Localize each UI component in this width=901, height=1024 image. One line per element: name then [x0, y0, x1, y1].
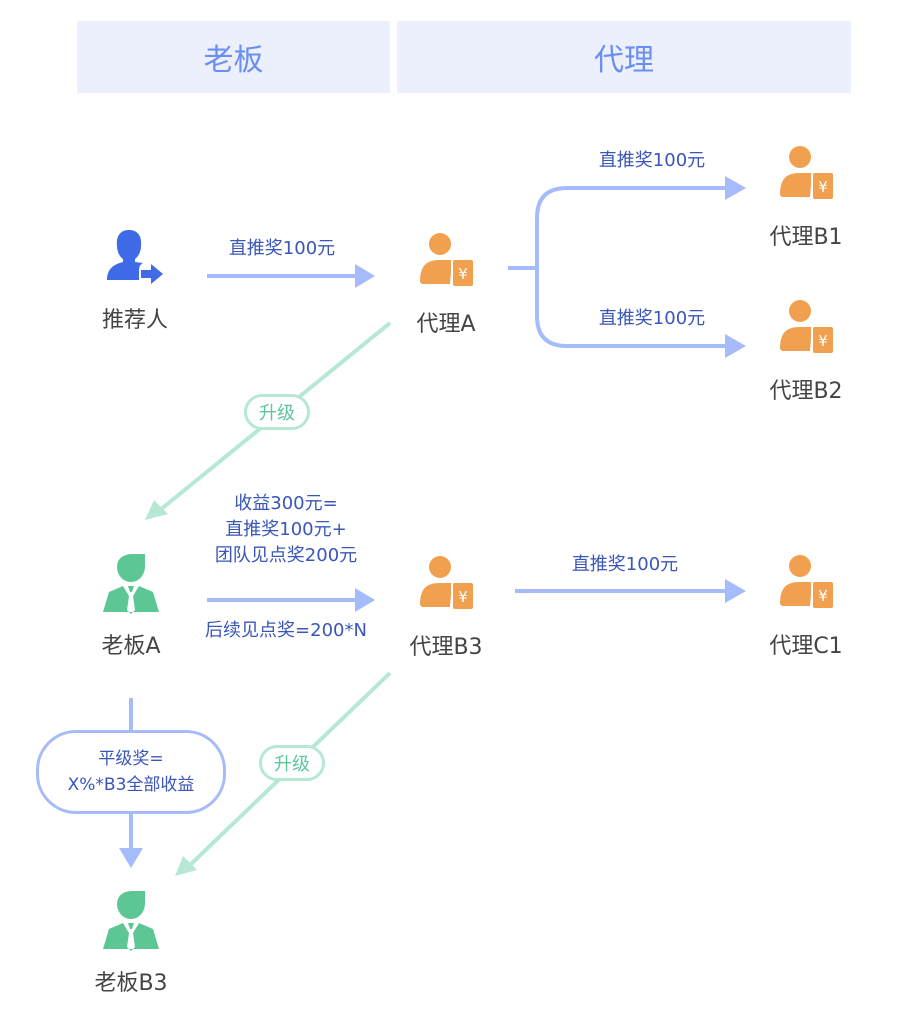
node-referrer: 推荐人 — [75, 226, 195, 334]
edge-label-boss-a-income: 收益300元= 直推奖100元+ 团队见点奖200元 — [186, 491, 386, 569]
svg-text:¥: ¥ — [818, 178, 828, 196]
node-agent-b2: ¥ 代理B2 — [746, 297, 866, 405]
agent-yuan-icon: ¥ — [780, 555, 835, 610]
boss-tie-icon — [103, 891, 159, 951]
node-label: 代理B1 — [769, 225, 843, 250]
upgrade-badge-a: 升级 — [244, 394, 310, 430]
peer-reward-line-2: X%*B3全部收益 — [67, 775, 195, 795]
node-label: 代理C1 — [769, 634, 843, 659]
column-header-agent: 代理 — [397, 21, 851, 93]
edge-label-subsequent-reward: 后续见点奖=200*N — [205, 620, 367, 641]
node-label: 代理B2 — [769, 379, 843, 404]
income-line-1: 收益300元= — [234, 493, 338, 514]
node-agent-b1: ¥ 代理B1 — [746, 143, 866, 251]
peer-reward-line-1: 平级奖= — [98, 749, 164, 769]
edge-label-b3-to-c1: 直推奖100元 — [571, 554, 679, 575]
node-agent-a: ¥ 代理A — [386, 230, 506, 338]
node-label: 代理A — [416, 312, 476, 337]
node-boss-a: 老板A — [71, 552, 191, 660]
node-label: 推荐人 — [101, 308, 168, 333]
edge-label-a-to-b1: 直推奖100元 — [598, 150, 706, 171]
user-arrow-icon — [107, 230, 163, 284]
agent-yuan-icon: ¥ — [780, 146, 835, 201]
upgrade-badge-b3: 升级 — [259, 745, 325, 781]
income-line-2: 直推奖100元+ — [225, 519, 347, 540]
peer-reward-box: 平级奖= X%*B3全部收益 — [36, 730, 226, 814]
svg-text:¥: ¥ — [818, 332, 828, 350]
node-label: 代理B3 — [409, 635, 483, 660]
node-agent-b3: ¥ 代理B3 — [386, 553, 506, 661]
svg-text:¥: ¥ — [458, 588, 468, 606]
branch-agent-a — [508, 186, 725, 348]
node-boss-b3: 老板B3 — [71, 889, 191, 997]
column-header-boss: 老板 — [77, 21, 390, 93]
agent-yuan-icon: ¥ — [780, 300, 835, 355]
node-agent-c1: ¥ 代理C1 — [746, 552, 866, 660]
agent-yuan-icon: ¥ — [420, 233, 475, 288]
income-line-3: 团队见点奖200元 — [214, 545, 358, 566]
node-label: 老板B3 — [94, 971, 168, 996]
edge-label-a-to-b2: 直推奖100元 — [598, 308, 706, 329]
agent-yuan-icon: ¥ — [420, 556, 475, 611]
node-label: 老板A — [101, 634, 161, 659]
svg-text:¥: ¥ — [818, 587, 828, 605]
boss-tie-icon — [103, 554, 159, 614]
svg-text:¥: ¥ — [458, 265, 468, 283]
edge-label-referrer-to-a: 直推奖100元 — [228, 238, 336, 259]
